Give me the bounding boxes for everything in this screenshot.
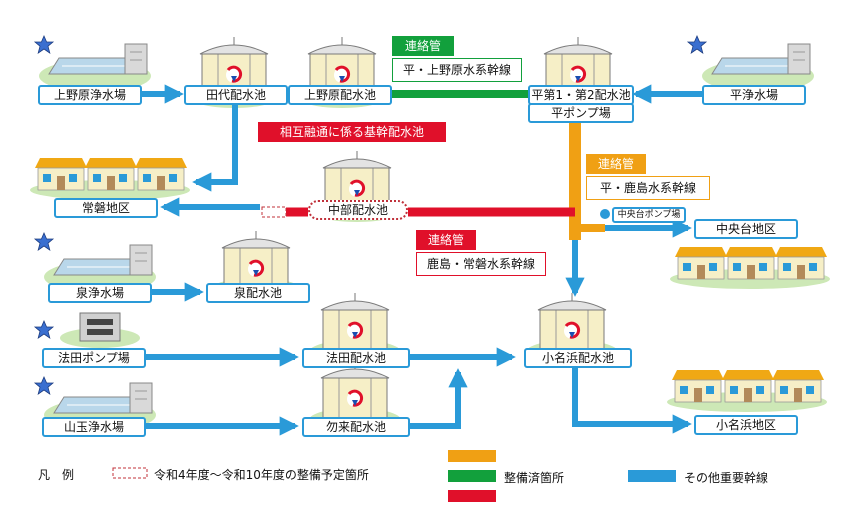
chubu-reservoir-label: 中部配水池 bbox=[308, 200, 408, 220]
kamino-reservoir-label: 上野原配水池 bbox=[288, 85, 392, 105]
onahama-area-label: 小名浜地区 bbox=[694, 415, 798, 435]
legend-other: その他重要幹線 bbox=[684, 471, 769, 485]
red-link-name: 鹿島・常磐水系幹線 bbox=[416, 252, 546, 276]
houses-icon bbox=[669, 246, 831, 290]
yamatama-plant-label: 山玉浄水場 bbox=[42, 417, 146, 437]
green-link-name: 平・上野原水系幹線 bbox=[392, 58, 522, 82]
hoda-pump-label: 法田ポンプ場 bbox=[42, 348, 146, 368]
izumi-reservoir-label: 泉配水池 bbox=[206, 283, 310, 303]
orange-link-tag: 連絡管 bbox=[586, 154, 646, 174]
houses-icon bbox=[29, 157, 191, 201]
taira-pump-label: 平ポンプ場 bbox=[528, 103, 634, 123]
taira-12-reservoir-label: 平第1・第2配水池 bbox=[528, 85, 634, 105]
legend-done: 整備済箇所 bbox=[504, 471, 565, 485]
kamino-plant-label: 上野原浄水場 bbox=[38, 85, 142, 105]
star-icon bbox=[34, 232, 54, 251]
star-icon bbox=[34, 320, 54, 339]
core-reservoir-title: 相互融通に係る基幹配水池 bbox=[258, 122, 446, 142]
legend-planned: 令和4年度～令和10年度の整備予定箇所 bbox=[154, 468, 369, 482]
star-icon bbox=[34, 35, 54, 54]
legend-title: 凡 例 bbox=[38, 468, 75, 482]
joban-area-label: 常磐地区 bbox=[54, 198, 158, 218]
taishiro-reservoir-label: 田代配水池 bbox=[184, 85, 288, 105]
taira-plant-label: 平浄水場 bbox=[702, 85, 806, 105]
green-link-tag: 連絡管 bbox=[392, 36, 454, 56]
orange-link-name: 平・鹿島水系幹線 bbox=[586, 176, 710, 200]
star-icon bbox=[687, 35, 707, 54]
izumi-plant-label: 泉浄水場 bbox=[48, 283, 152, 303]
chuodai-pump-label: 中央台ポンプ場 bbox=[612, 207, 686, 223]
houses-icon bbox=[666, 369, 828, 413]
nakoso-reservoir-label: 勿来配水池 bbox=[302, 417, 410, 437]
hoda-reservoir-label: 法田配水池 bbox=[302, 348, 410, 368]
onahama-reservoir-label: 小名浜配水池 bbox=[524, 348, 632, 368]
chuodai-area-label: 中央台地区 bbox=[694, 219, 798, 239]
star-icon bbox=[34, 376, 54, 395]
red-link-tag: 連絡管 bbox=[416, 230, 476, 250]
pump-station-icon bbox=[60, 312, 140, 348]
